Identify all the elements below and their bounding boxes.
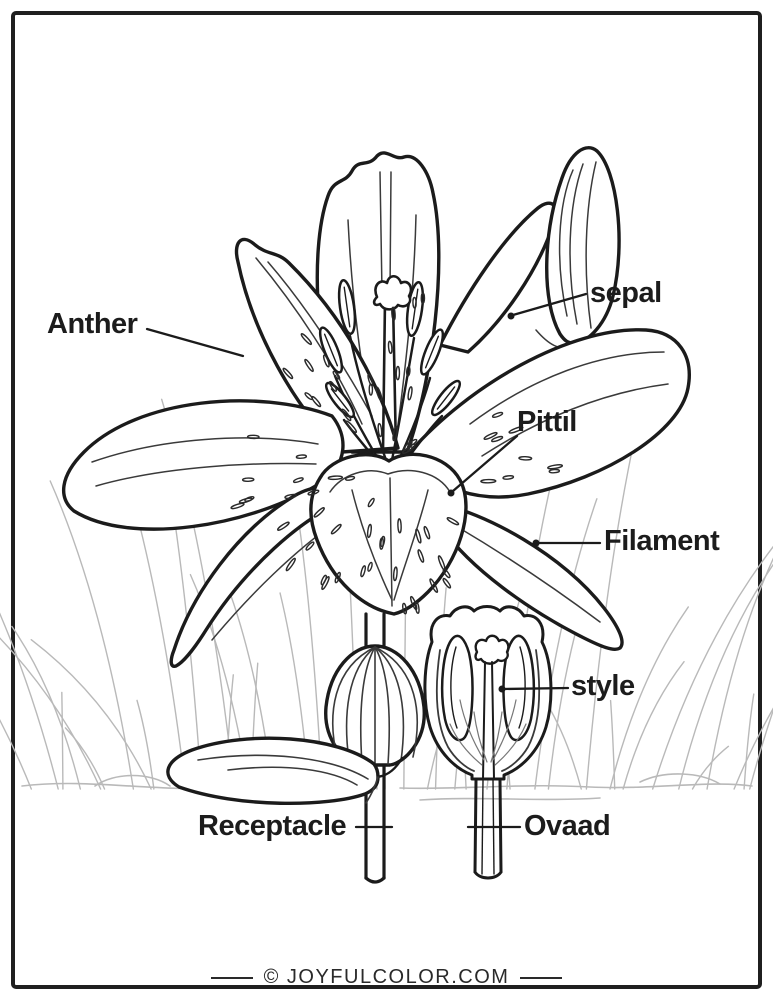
label-style: style [571, 670, 635, 702]
footer-credit-text: © JOYFULCOLOR.COM [263, 966, 510, 988]
anthers [318, 278, 462, 419]
footer-left-rule [210, 976, 253, 979]
label-anther: Anther [47, 308, 138, 340]
leaf [166, 736, 380, 806]
inner-stigma [474, 634, 510, 665]
leader-anther [145, 327, 245, 358]
footer: © JOYFULCOLOR.COM [0, 966, 773, 989]
petal-upper-left [234, 237, 400, 454]
petal-right [408, 328, 691, 499]
label-receptacle: Receptacle [198, 810, 347, 842]
leader-lines [145, 292, 602, 829]
flower-bud [535, 146, 621, 349]
label-filament: Filament [604, 525, 720, 557]
label-ovary: Ovaad [524, 810, 611, 842]
stigma [372, 274, 413, 311]
leader-sepal [511, 292, 588, 317]
cross-section-stalk [473, 778, 503, 880]
petal-front-cup [309, 452, 468, 616]
leader-style [501, 686, 570, 691]
leader-pistil [451, 434, 519, 493]
back-sepal [438, 201, 558, 354]
label-pistil: Pittil [517, 406, 577, 438]
label-sepal: sepal [590, 277, 662, 309]
petal-speckles [230, 292, 564, 615]
pistil-cross-section [423, 605, 553, 880]
footer-right-rule [520, 976, 563, 979]
